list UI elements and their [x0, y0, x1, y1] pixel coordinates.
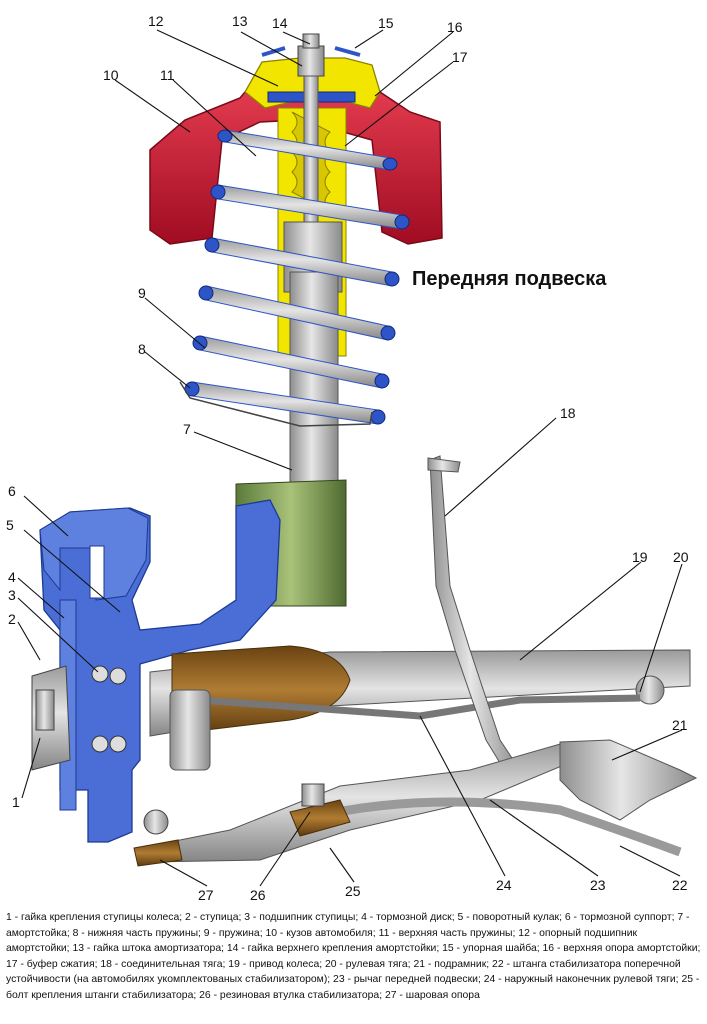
legend-caption: 1 - гайка крепления ступицы колеса; 2 - … — [6, 912, 701, 1001]
label-15: 15 — [378, 15, 394, 31]
label-18: 18 — [560, 405, 576, 421]
stabilizer-bar — [298, 797, 682, 857]
label-4: 4 — [8, 569, 16, 585]
label-2: 2 — [8, 611, 16, 627]
label-10: 10 — [103, 67, 119, 83]
label-24: 24 — [496, 877, 512, 893]
label-20: 20 — [673, 549, 689, 565]
label-25: 25 — [345, 883, 361, 899]
label-7: 7 — [183, 421, 191, 437]
cv-boot — [171, 645, 351, 735]
tie-rod — [199, 694, 641, 720]
label-19: 19 — [632, 549, 648, 565]
label-21: 21 — [672, 717, 688, 733]
thrust-washer — [261, 46, 361, 57]
part-number-labels: 1 2 3 4 5 6 7 8 9 10 11 12 13 14 15 16 1… — [6, 13, 689, 903]
label-8: 8 — [138, 341, 146, 357]
brake-caliper — [39, 507, 149, 601]
label-6: 6 — [8, 483, 16, 499]
spring-coil-ends — [184, 129, 410, 425]
top-nut — [302, 33, 320, 49]
label-14: 14 — [272, 15, 288, 31]
link-bracket — [427, 457, 461, 473]
connecting-link — [429, 455, 521, 777]
tie-rod-end — [169, 689, 211, 771]
spring-lower-seat — [179, 381, 373, 427]
diagram-title: Передняя подвеска — [412, 268, 607, 290]
label-27: 27 — [198, 887, 214, 903]
label-26: 26 — [250, 887, 266, 903]
knuckle-slot — [89, 545, 105, 599]
ball-joint — [133, 839, 183, 867]
subframe — [559, 739, 698, 821]
suspension-diagram: 1 2 3 4 5 6 7 8 9 10 11 12 13 14 15 16 1… — [6, 13, 698, 903]
label-22: 22 — [672, 877, 688, 893]
label-16: 16 — [447, 19, 463, 35]
spring — [191, 129, 403, 425]
label-11: 11 — [160, 67, 175, 83]
label-5: 5 — [6, 517, 14, 533]
rod-nut — [297, 45, 325, 77]
leader-lines — [17, 29, 683, 887]
label-23: 23 — [590, 877, 606, 893]
stabilizer-bolt — [301, 783, 325, 807]
hub-nut — [35, 689, 55, 731]
label-17: 17 — [452, 49, 468, 65]
label-9: 9 — [138, 285, 146, 301]
label-1: 1 — [12, 794, 20, 810]
label-13: 13 — [232, 13, 248, 29]
ball-joint-head — [143, 809, 169, 835]
label-12: 12 — [148, 13, 164, 29]
label-3: 3 — [8, 587, 16, 603]
